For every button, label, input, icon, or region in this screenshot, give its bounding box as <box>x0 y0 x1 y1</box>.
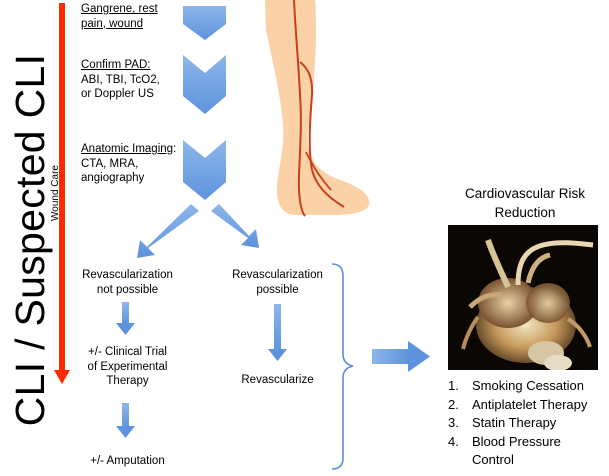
down-arrow-icon-left-1 <box>116 302 135 335</box>
cv-risk-text: Statin Therapy <box>472 415 557 430</box>
step-gangrene-heading: Gangrene, rest <box>81 3 158 15</box>
step-anatomic-imaging-line3: angiography <box>81 172 145 184</box>
clinical-trial: +/- Clinical Trial of Experimental Thera… <box>70 345 185 389</box>
clinical-trial-l3: Therapy <box>106 375 149 387</box>
cv-risk-num: 1. <box>448 378 459 393</box>
clinical-trial-l1: +/- Clinical Trial <box>88 346 167 358</box>
cv-risk-text-cont: Control <box>472 452 514 467</box>
step-confirm-pad-line3: or Doppler US <box>81 88 154 100</box>
amputation: +/- Amputation <box>90 455 165 467</box>
cv-risk-title-l1: Cardiovascular Risk <box>464 186 586 201</box>
diagonal-arrow-right-icon <box>211 204 259 248</box>
cv-risk-item: 2. Antiplatelet Therapy <box>448 396 587 415</box>
revascularize: Revascularize <box>241 374 314 386</box>
cv-risk-title: Cardiovascular Risk Reduction <box>440 184 609 222</box>
revasc-possible-l1: Revascularization <box>232 269 323 281</box>
leg-illustration <box>265 0 370 217</box>
down-chevron-icon-3 <box>183 140 226 200</box>
cv-risk-num: 3. <box>448 415 459 430</box>
step-anatomic-imaging-colon: : <box>173 143 177 155</box>
cv-risk-item: 3. Statin Therapy <box>448 414 587 433</box>
cv-risk-num: 4. <box>448 433 459 449</box>
step-confirm-pad-line2: ABI, TBI, TcO2, <box>81 73 160 86</box>
revasc-not-possible-l2: not possible <box>96 283 159 296</box>
diagonal-arrow-left-icon <box>137 204 199 258</box>
step-anatomic-imaging-heading: Anatomic Imaging <box>81 143 174 155</box>
cv-risk-item: 4. Blood Pressure <box>448 433 587 452</box>
down-arrow-icon-left-2 <box>116 403 135 438</box>
cv-risk-list: 1. Smoking Cessation 2. Antiplatelet Thera… <box>448 377 587 470</box>
wound-care-label: Wound Care <box>50 165 61 221</box>
side-title: CLI / Suspected CLI <box>7 53 53 427</box>
cv-risk-text: Blood Pressure <box>472 433 561 449</box>
step-confirm-pad-heading: Confirm PAD: <box>81 59 151 71</box>
cv-risk-num: 2. <box>448 396 459 412</box>
step-gangrene-line2: pain, wound <box>81 17 144 30</box>
step-anatomic-imaging-line2: CTA, MRA, <box>81 157 139 170</box>
revasc-not-possible-l1: Revascularization <box>82 269 173 281</box>
cv-risk-title-l2: Reduction <box>494 205 556 220</box>
cv-risk-text: Smoking Cessation <box>472 378 584 393</box>
step-anatomic-imaging: Anatomic Imaging: CTA, MRA, angiography <box>81 142 176 186</box>
cv-risk-item: 1. Smoking Cessation <box>448 377 587 396</box>
cv-risk-text: Antiplatelet Therapy <box>472 396 588 412</box>
heart-ct-render <box>448 225 598 370</box>
revasc-possible-l2: possible <box>256 283 299 296</box>
down-chevron-icon-2 <box>183 55 226 114</box>
step-gangrene: Gangrene, rest pain, wound <box>81 2 158 31</box>
bracket-shape <box>331 263 354 470</box>
down-arrow-icon-right <box>268 304 287 361</box>
cv-risk-item-cont: Control <box>448 451 587 470</box>
right-arrow-icon <box>372 341 430 372</box>
revasc-possible: Revascularization possible <box>220 268 335 297</box>
down-chevron-icon-1 <box>183 6 226 40</box>
revasc-not-possible: Revascularization not possible <box>70 268 185 297</box>
clinical-trial-l2: of Experimental <box>87 360 168 373</box>
red-arrow-icon <box>54 3 70 384</box>
step-confirm-pad: Confirm PAD: ABI, TBI, TcO2, or Doppler … <box>81 58 160 102</box>
heart-ct-image <box>448 225 598 370</box>
